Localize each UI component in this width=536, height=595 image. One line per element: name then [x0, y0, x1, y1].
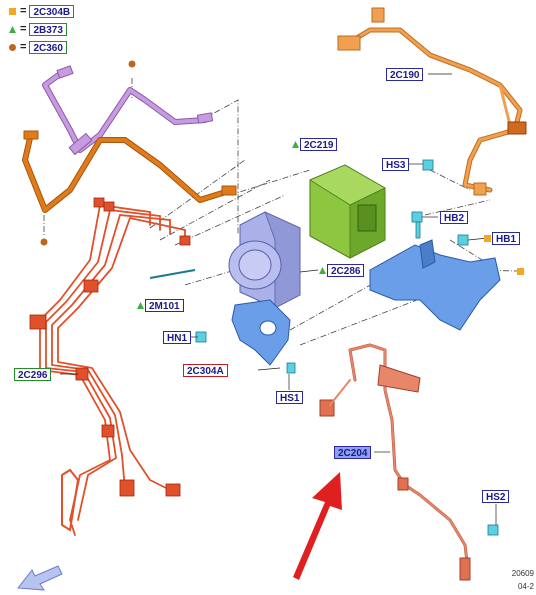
- legend-equals: =: [20, 5, 27, 17]
- callout-hs3[interactable]: HS3: [382, 158, 410, 171]
- green-triangle-icon: [319, 267, 326, 274]
- callout-hb1[interactable]: HB1: [492, 232, 521, 245]
- legend-label: 2C360: [29, 40, 67, 54]
- legend-label: 2C304B: [29, 4, 75, 18]
- callout-2c190[interactable]: 2C190: [386, 68, 424, 81]
- view-direction-arrow: [17, 565, 63, 591]
- callout-hn1[interactable]: HN1: [163, 331, 192, 344]
- brown-circle-icon: [9, 43, 16, 51]
- callout-2c286[interactable]: 2C286: [327, 264, 365, 277]
- legend-item-2b373: = 2B373: [8, 22, 67, 36]
- wheel-sensor-cable: [319, 343, 471, 581]
- callout-hb2[interactable]: HB2: [440, 211, 469, 224]
- legend-equals: =: [20, 41, 27, 53]
- red-pointer-arrow: [293, 472, 342, 580]
- legend-item-2c360: = 2C360: [8, 40, 67, 54]
- orange-square-icon: [9, 7, 16, 15]
- purple-brake-line: [42, 65, 214, 155]
- legend-equals: =: [20, 23, 27, 35]
- callout-2c304a[interactable]: 2C304A: [183, 364, 228, 377]
- callout-hs1[interactable]: HS1: [276, 391, 304, 404]
- green-triangle-icon: [137, 302, 144, 309]
- callout-2m101[interactable]: 2M101: [145, 299, 184, 312]
- fasteners: [149, 159, 499, 536]
- callout-hs2[interactable]: HS2: [482, 490, 510, 503]
- green-triangle-icon: [292, 141, 299, 148]
- abs-pump-unit: [228, 211, 301, 309]
- upper-bracket: [369, 239, 501, 331]
- reference-code-line2: 04-2: [517, 582, 534, 591]
- part-markers: [40, 60, 524, 275]
- callout-2c296[interactable]: 2C296: [14, 368, 52, 381]
- callout-2c204[interactable]: 2C204: [334, 446, 372, 459]
- callout-2c219[interactable]: 2C219: [300, 138, 338, 151]
- orange-brake-line: [22, 130, 237, 213]
- legend-item-2c304b: = 2C304B: [8, 4, 75, 18]
- orange-square-icon: [484, 235, 491, 242]
- callout-leaders: [60, 73, 497, 525]
- reference-code-line1: 20609: [511, 569, 534, 578]
- green-triangle-icon: [9, 25, 16, 33]
- hcu-module: [309, 164, 386, 259]
- sensor-harness: [337, 7, 527, 196]
- lower-bracket: [231, 299, 291, 366]
- legend-label: 2B373: [29, 22, 67, 36]
